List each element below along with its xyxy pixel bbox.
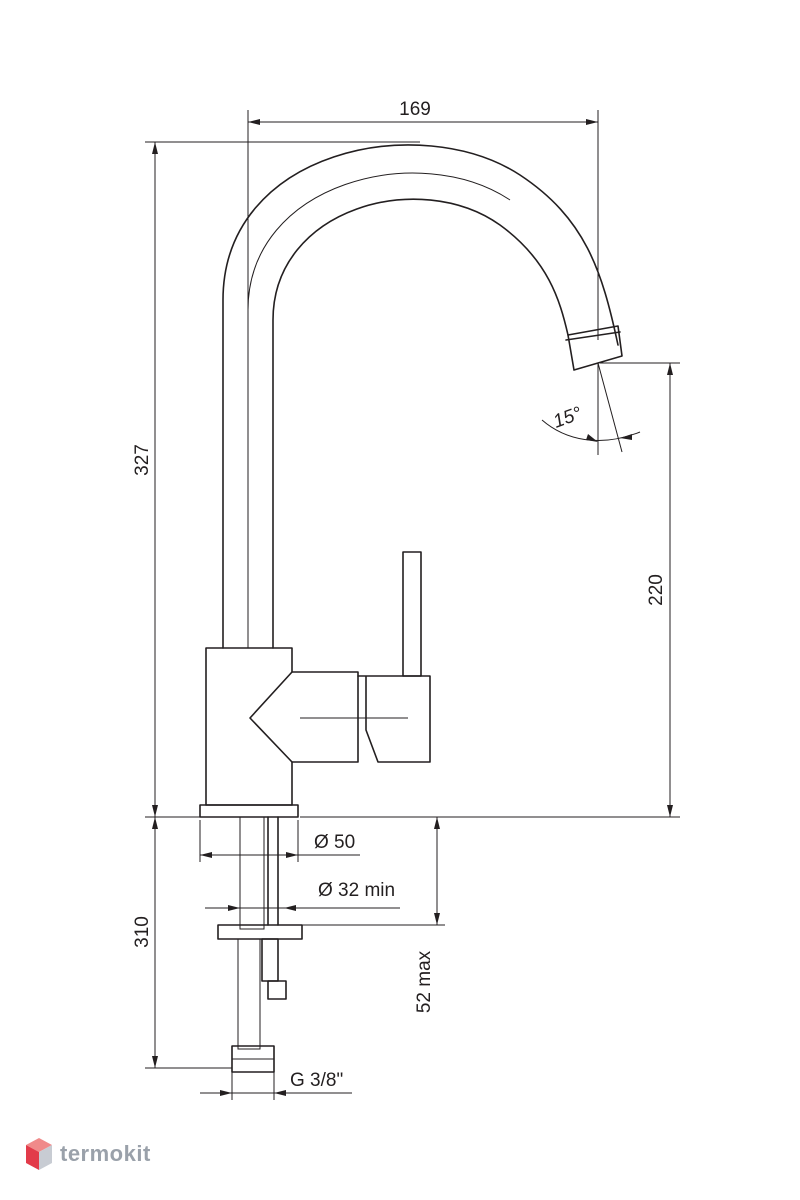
dim-label-52-max: 52 max bbox=[414, 950, 435, 1013]
dim-label-dia-50: Ø 50 bbox=[314, 832, 355, 853]
dimension-220: 220 bbox=[300, 362, 680, 818]
dim-label-15: 15° bbox=[551, 403, 586, 433]
supply-hoses bbox=[217, 816, 303, 1073]
cube-logo-icon bbox=[26, 1138, 52, 1170]
dim-label-310: 310 bbox=[132, 916, 153, 948]
faucet-spout bbox=[222, 144, 623, 649]
dim-label-dia-32: Ø 32 min bbox=[318, 880, 395, 901]
dimension-327: 327 bbox=[132, 141, 420, 818]
termokit-logo[interactable]: termokit bbox=[24, 1136, 151, 1172]
dim-label-327: 327 bbox=[132, 444, 153, 476]
faucet-base-body bbox=[199, 647, 359, 818]
dim-label-thread: G 3/8" bbox=[290, 1070, 343, 1091]
dimension-dia-50: Ø 50 bbox=[199, 820, 360, 862]
dimension-angle-15: 15° bbox=[541, 362, 641, 455]
dim-label-220: 220 bbox=[646, 574, 667, 606]
dim-label-169: 169 bbox=[399, 99, 431, 120]
dimension-dia-32: Ø 32 min bbox=[205, 880, 400, 911]
dimension-310: 310 bbox=[132, 817, 232, 1069]
dimension-169: 169 bbox=[247, 99, 599, 648]
dimension-thread: G 3/8" bbox=[200, 1070, 352, 1100]
logo-text: termokit bbox=[60, 1141, 151, 1166]
dimension-52-max: 52 max bbox=[302, 817, 445, 1013]
faucet-lever bbox=[300, 551, 431, 763]
